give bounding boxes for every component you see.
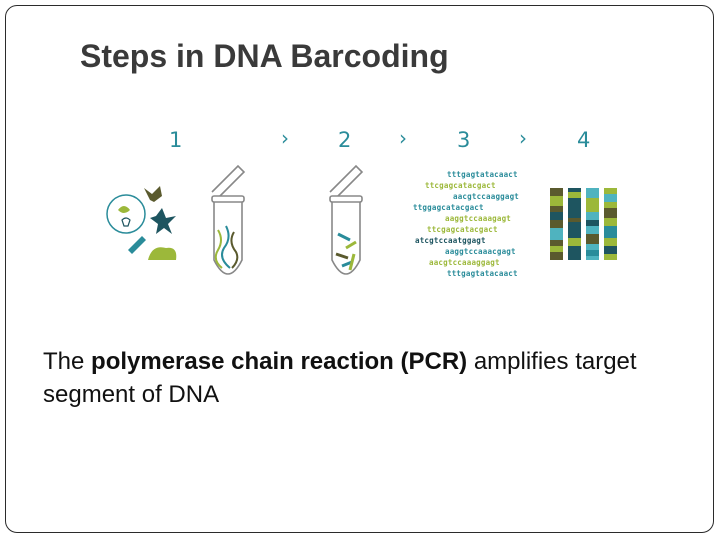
body-text: The polymerase chain reaction (PCR) ampl… [43,345,683,411]
specimen-leaf-icon [118,206,130,213]
tube-with-pcr-fragments-illustration [329,164,364,275]
specimens-illustration [106,186,177,260]
chevron-icon: › [281,126,289,150]
dna-fragment [348,253,356,271]
sequence-line: aaggtccaaacgagt [445,247,516,256]
tube-with-dna-illustration [211,164,246,275]
body-text-prefix: The [43,348,92,375]
chevron-icon: › [519,126,527,150]
sequence-line: ttcgagcatacgact [427,225,498,234]
tube-body [213,202,243,275]
bird-icon [128,236,146,254]
starfish-icon [150,208,176,234]
barcode-column [604,188,617,260]
barcode-column [550,188,563,260]
sequence-line: aaggtccaaagagt [445,214,512,223]
sequence-line: ttcgagcatacgact [425,181,496,190]
step-number-2: 2 [338,128,352,152]
sequence-line: tttgagtatacaact [447,269,518,278]
step-number-3: 3 [457,128,471,152]
tube-body [331,202,361,275]
sequence-line: ttggagcatacgact [413,203,484,212]
dna-sequences: tttgagtatacaact ttcgagcatacgact aacgtcca… [405,170,519,280]
dna-fragment [335,252,349,260]
step-number-4: 4 [577,128,591,152]
dna-fragment [345,240,357,250]
moth-icon [144,186,162,202]
dna-strand [214,229,223,269]
slide-frame [5,5,714,533]
magnifier-circle [106,194,146,234]
dna-strand [230,231,239,269]
body-text-suffix: amplifies target segment of DNA [43,348,637,408]
sequence-line: aacgtccaaaggagt [429,258,500,267]
body-text-bold: polymerase chain reaction (PCR) [91,348,468,375]
sequence-line: atcgtccaatggagt [415,236,486,245]
dna-fragment [337,232,351,242]
chevron-icon: › [399,126,407,150]
tube-rim [211,195,245,203]
step-number-1: 1 [169,128,183,152]
plant-icon [148,247,177,260]
barcode-column [568,188,581,260]
tube-rim [329,195,363,203]
tube-cap [211,164,246,197]
tube-cap [329,164,364,197]
barcode-column [586,188,599,260]
sequence-line: tttgagtatacaact [447,170,518,179]
specimen-bug-icon [121,217,131,227]
sequence-line: aacgtccaaggagt [453,192,520,201]
dna-strand [221,225,231,269]
dna-barcode-illustration [550,188,617,260]
slide-title: Steps in DNA Barcoding [80,38,449,74]
